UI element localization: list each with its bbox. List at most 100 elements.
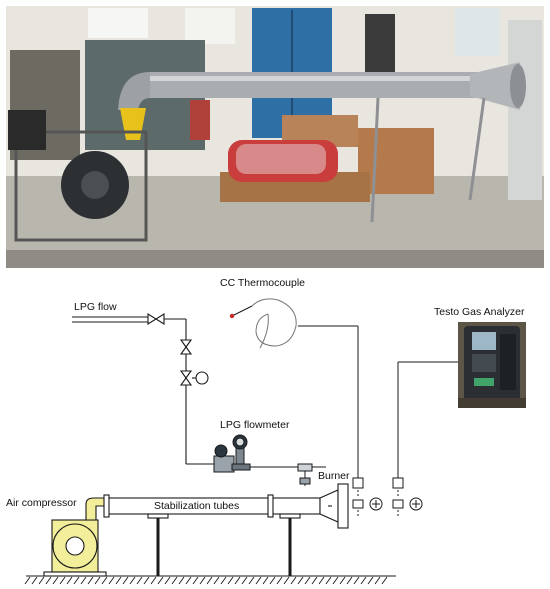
photo-stand-right [468,97,486,201]
fuel-valve [299,477,311,485]
ground-hatch-stroke [318,576,325,585]
analyzer-keypad [472,354,496,372]
photo-blower-frame [14,130,148,242]
ground-hatch-stroke [353,576,360,585]
ground-hatch-stroke [171,576,178,585]
ground-hatch-stroke [332,576,339,585]
valve-horizontal-icon [154,313,165,325]
ground-hatch-stroke [59,576,66,585]
analyzer-base [458,398,526,408]
thermocouple-cable [259,313,269,349]
tube-flange-left [103,494,110,518]
ground-hatch-stroke [24,576,31,585]
ground-hatch-stroke [185,576,192,585]
compressor-hub-icon [65,536,85,556]
ground-hatch-stroke [213,576,220,585]
photo-drill-press [365,14,395,74]
thermocouple-wire-loop [251,298,297,347]
ground-hatch-stroke [101,576,108,585]
ground-hatch-stroke [199,576,206,585]
photo-red-chair [190,100,210,140]
testo-gas-analyzer [458,322,526,408]
ground-hatch-stroke [339,576,346,585]
valve-vertical-icon [179,377,193,386]
flowmeter-gauge-face [235,437,245,447]
ground-hatch-stroke [381,576,388,585]
photo-crate-right [358,128,434,194]
ground-hatch-stroke [234,576,241,585]
fuel-connector [297,463,313,472]
air-compressor-label: Air compressor [6,497,77,509]
ground-hatch-stroke [206,576,213,585]
analyzer-side-panel [500,334,516,390]
ground-hatch-stroke [122,576,129,585]
ground-hatch-stroke [241,576,248,585]
ground-hatch-stroke [52,576,59,585]
ground-hatch-stroke [290,576,297,585]
ground-hatch-stroke [66,576,73,585]
flowmeter-body [213,455,235,473]
analyzer-connector [392,477,404,489]
ground-hatch-stroke [255,576,262,585]
flowmeter-gauge-left-icon [214,444,228,458]
ground-hatch-stroke [304,576,311,585]
analyzer-screen [472,332,496,350]
burner-label: Burner [318,470,350,482]
ground-hatch-stroke [164,576,171,585]
ground-hatch-stroke [108,576,115,585]
ground-hatch-stroke [38,576,45,585]
ground-hatch-stroke [374,576,381,585]
photo-window-right [455,8,500,56]
photo-stand-left [370,97,380,223]
ground-hatch-stroke [297,576,304,585]
valve-vertical-icon [179,339,193,348]
ground-hatch-stroke [220,576,227,585]
photo-bag-wrap [236,144,326,174]
photo-pipe-elbow [118,72,150,110]
thermocouple-tip-icon [229,313,235,319]
thermocouple-connector [352,477,364,489]
ground-hatch-stroke [192,576,199,585]
stabilization-tubes-label: Stabilization tubes [154,500,240,512]
ground-hatch-stroke [80,576,87,585]
burner-flange [337,483,349,529]
ground-hatch-stroke [45,576,52,585]
photo-blower-hub [81,171,109,199]
lab-photograph [6,6,544,268]
photo-pipe-mouth [510,64,526,108]
ground-hatch-stroke [283,576,290,585]
photo-chair [8,110,46,150]
valve-vertical-icon [179,370,193,379]
ground-hatch-stroke [87,576,94,585]
ground-hatch-stroke [157,576,164,585]
ground-hatch-stroke [115,576,122,585]
support-cap-left [147,513,169,519]
photo-window-mid [185,8,235,44]
ground-hatch-stroke [150,576,157,585]
tube-flange-right [267,494,274,518]
analyzer-accent-stripe [474,378,494,386]
ground-hatch-stroke [262,576,269,585]
testo-gas-analyzer-label: Testo Gas Analyzer [434,306,525,318]
thermocouple-probe [231,305,253,317]
ground-hatch-stroke [346,576,353,585]
lpg-flowmeter-label: LPG flowmeter [220,419,290,431]
cc-thermocouple-label: CC Thermocouple [220,277,306,289]
ground-hatch-stroke [325,576,332,585]
ground-hatch-stroke [178,576,185,585]
photo-right-door [508,20,542,200]
thermocouple-connector-lower [352,499,364,509]
ground-hatch-stroke [73,576,80,585]
support-cap-right [279,513,301,519]
ground-hatch-stroke [367,576,374,585]
ground-hatch-stroke [276,576,283,585]
ground-hatch-stroke [227,576,234,585]
photo-pipe-highlight [150,76,480,81]
ground-hatch-stroke [136,576,143,585]
ground-hatch-stroke [143,576,150,585]
compressor-base [43,571,107,577]
valve-vertical-icon [179,346,193,355]
ground-hatch-stroke [269,576,276,585]
ground-hatch-stroke [129,576,136,585]
ground-hatch-stroke [94,576,101,585]
